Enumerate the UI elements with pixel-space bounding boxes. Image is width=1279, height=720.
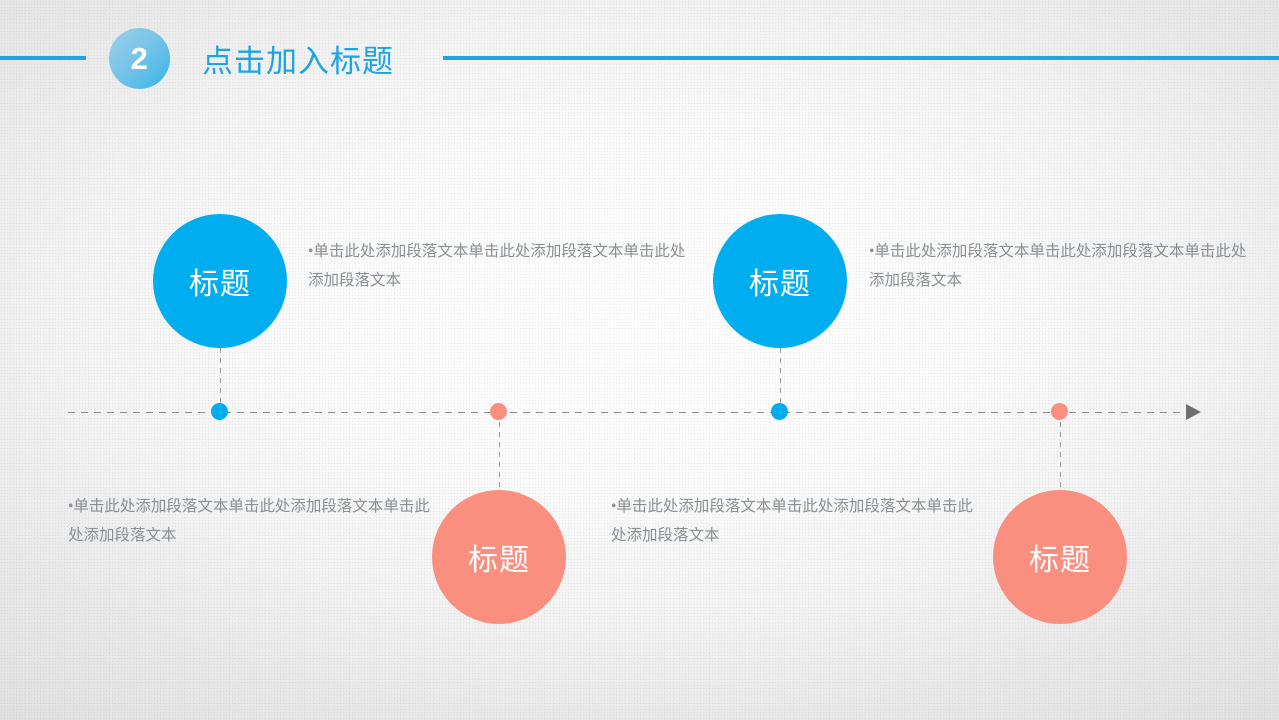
timeline-node-1-text: •单击此处添加段落文本单击此处添加段落文本单击此处添加段落文本 (308, 243, 686, 289)
timeline-node-4-text: •单击此处添加段落文本单击此处添加段落文本单击此处添加段落文本 (611, 498, 973, 544)
timeline-node-3-label: 标题 (749, 268, 811, 301)
header-rule-right (443, 56, 1279, 60)
timeline-dot-2 (490, 403, 507, 420)
timeline-node-2[interactable]: 标题 (432, 490, 566, 624)
timeline-node-3[interactable]: 标题 (713, 214, 847, 348)
section-number-label: 2 (130, 41, 149, 76)
slide-header: 2 点击加入标题 (0, 0, 1279, 110)
timeline-node-4[interactable]: 标题 (993, 490, 1127, 624)
timeline-dot-3 (771, 403, 788, 420)
timeline-arrow-icon (1186, 404, 1201, 420)
timeline-connector-2 (499, 412, 500, 490)
timeline-node-1-label: 标题 (189, 268, 251, 301)
timeline-connector-1 (220, 348, 221, 412)
timeline-node-3-text: •单击此处添加段落文本单击此处添加段落文本单击此处添加段落文本 (869, 243, 1247, 289)
timeline-node-2-label: 标题 (468, 544, 530, 577)
timeline-dot-4 (1051, 403, 1068, 420)
timeline-node-4-label: 标题 (1029, 544, 1091, 577)
slide-title: 点击加入标题 (202, 44, 394, 79)
timeline-connector-3 (780, 348, 781, 412)
timeline-axis (68, 411, 1188, 413)
timeline-dot-1 (211, 403, 228, 420)
timeline-connector-4 (1060, 412, 1061, 490)
timeline-node-1[interactable]: 标题 (153, 214, 287, 348)
timeline-node-2-text: •单击此处添加段落文本单击此处添加段落文本单击此处添加段落文本 (68, 498, 430, 544)
header-rule-left (0, 56, 86, 60)
section-number-badge: 2 (109, 28, 170, 89)
